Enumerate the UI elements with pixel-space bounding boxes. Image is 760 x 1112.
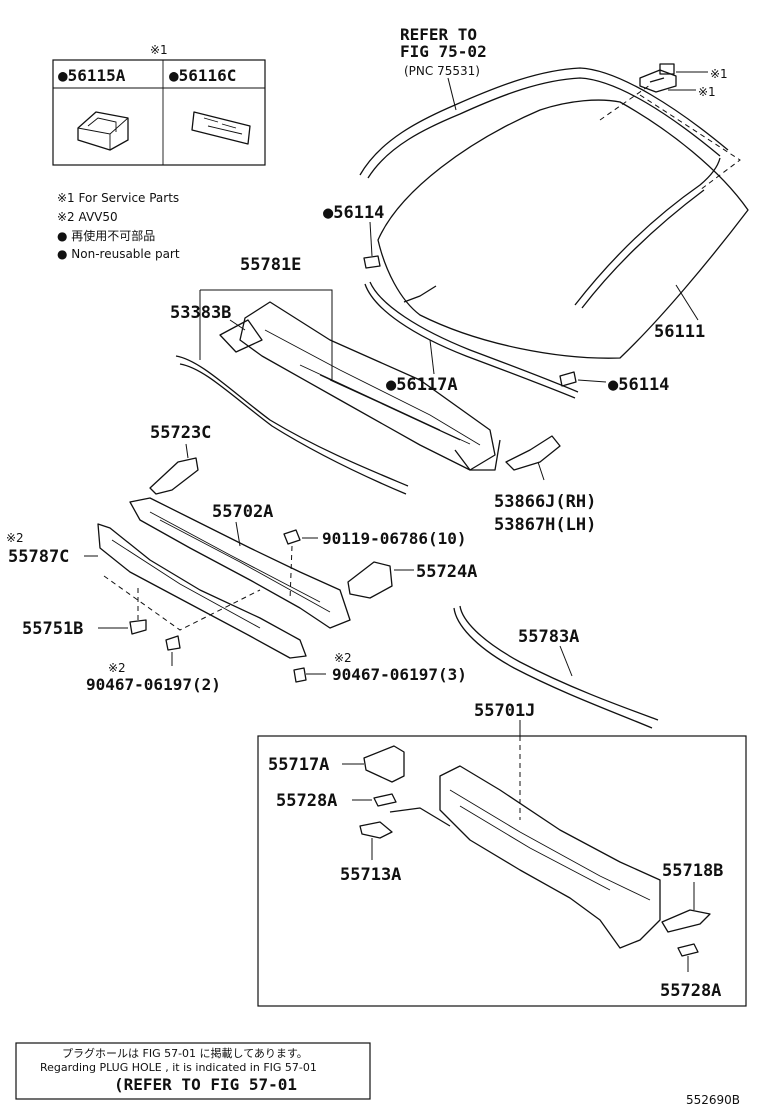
- footnote-line-1: プラグホールは FIG 57-01 に掲載してあります。: [62, 1046, 308, 1060]
- part-56111[interactable]: 56111: [654, 284, 705, 342]
- part-55783A[interactable]: 55783A: [453, 605, 659, 729]
- mark-90467a: ※2: [108, 661, 126, 675]
- label-90119-06786: 90119-06786(10): [322, 529, 467, 548]
- refer-fig-75-02[interactable]: REFER TO FIG 75-02 (PNC 75531): [400, 25, 487, 111]
- part-55724A[interactable]: 55724A: [347, 561, 477, 599]
- mark-55787C: ※2: [6, 531, 24, 545]
- mark-1a: ※1: [710, 67, 728, 81]
- clips-top-right[interactable]: ※1 ※1: [639, 63, 728, 99]
- label-55751B: 55751B: [22, 619, 83, 639]
- refer-line-3: (PNC 75531): [404, 64, 480, 78]
- mark-90467b: ※2: [334, 651, 352, 665]
- refer-line-1: REFER TO: [400, 25, 477, 44]
- part-90467-06197-3[interactable]: ※2 90467-06197(3): [293, 651, 467, 684]
- legend-line-3: ● 再使用不可部品: [57, 228, 155, 243]
- label-55723C: 55723C: [150, 423, 211, 443]
- part-53383B[interactable]: 53383B: [170, 303, 409, 495]
- inset-part-56115A[interactable]: ●56115A: [58, 66, 126, 85]
- legend-line-1: ※1 For Service Parts: [57, 191, 179, 205]
- label-55781E: 55781E: [240, 255, 301, 275]
- footnote-box: [15, 1042, 371, 1100]
- part-55723C[interactable]: 55723C: [149, 423, 211, 495]
- part-53866J-53867H[interactable]: 53866J(RH) 53867H(LH): [494, 435, 596, 535]
- label-53866J: 53866J(RH): [494, 492, 596, 512]
- label-56114-upper: ●56114: [323, 203, 384, 223]
- mark-1b: ※1: [698, 85, 716, 99]
- legend-line-4: ● Non-reusable part: [57, 247, 180, 261]
- footnote-plug-hole: プラグホールは FIG 57-01 に掲載してあります。 Regarding P…: [15, 1042, 371, 1100]
- windshield-glass[interactable]: [359, 67, 749, 359]
- label-55728A-lower: 55728A: [660, 981, 721, 1001]
- label-55783A: 55783A: [518, 627, 579, 647]
- label-53867H: 53867H(LH): [494, 515, 596, 535]
- part-55751B[interactable]: 55751B: [22, 586, 147, 639]
- clip-56115A-drawing: [77, 111, 129, 151]
- inset-box: [52, 59, 266, 166]
- part-55701J[interactable]: 55701J: [257, 701, 747, 1007]
- label-55728A-upper: 55728A: [276, 791, 337, 811]
- part-90467-06197-2[interactable]: ※2 90467-06197(2): [86, 635, 221, 694]
- inset-service-parts: ※1 ●56115A ●56116C: [52, 43, 266, 166]
- label-90467-06197-3: 90467-06197(3): [332, 665, 467, 684]
- drawing-code: 552690B: [686, 1093, 740, 1107]
- part-55713A[interactable]: 55713A: [340, 821, 401, 885]
- label-55718B: 55718B: [662, 861, 723, 881]
- label-55701J: 55701J: [474, 701, 535, 721]
- label-55724A: 55724A: [416, 562, 477, 582]
- inset-part-56116C[interactable]: ●56116C: [169, 66, 236, 85]
- legend: ※1 For Service Parts ※2 AVV50 ● 再使用不可部品 …: [57, 191, 180, 261]
- label-55787C: 55787C: [8, 547, 69, 567]
- label-56114-lower: ●56114: [608, 375, 669, 395]
- refer-line-2: FIG 75-02: [400, 42, 487, 61]
- part-55728A-upper[interactable]: 55728A: [276, 791, 397, 811]
- legend-line-2: ※2 AVV50: [57, 210, 118, 224]
- part-55787C[interactable]: ※2 55787C: [6, 523, 307, 659]
- part-55781E[interactable]: 55781E: [199, 255, 501, 471]
- label-55702A: 55702A: [212, 502, 273, 522]
- footnote-refer-link[interactable]: (REFER TO FIG 57-01: [114, 1075, 297, 1094]
- label-56117A: ●56117A: [386, 375, 458, 395]
- part-55717A[interactable]: 55717A: [268, 745, 405, 783]
- part-55728A-lower[interactable]: 55728A: [660, 943, 721, 1001]
- part-55718B[interactable]: 55718B: [661, 861, 723, 933]
- inset-header: ※1: [150, 43, 168, 57]
- label-55713A: 55713A: [340, 865, 401, 885]
- footnote-line-2: Regarding PLUG HOLE , it is indicated in…: [40, 1061, 317, 1074]
- part-55702A[interactable]: 55702A: [129, 497, 351, 629]
- part-90119-06786[interactable]: 90119-06786(10): [283, 529, 467, 601]
- part-56117A[interactable]: ●56117A: [364, 281, 579, 399]
- label-55717A: 55717A: [268, 755, 329, 775]
- label-56111: 56111: [654, 322, 705, 342]
- part-56114-upper[interactable]: ●56114: [323, 203, 384, 269]
- clip-56116C-drawing: [191, 111, 251, 145]
- part-56114-lower[interactable]: ●56114: [559, 371, 669, 395]
- dash-panel-box: [257, 735, 747, 1007]
- label-53383B: 53383B: [170, 303, 231, 323]
- label-90467-06197-2: 90467-06197(2): [86, 675, 221, 694]
